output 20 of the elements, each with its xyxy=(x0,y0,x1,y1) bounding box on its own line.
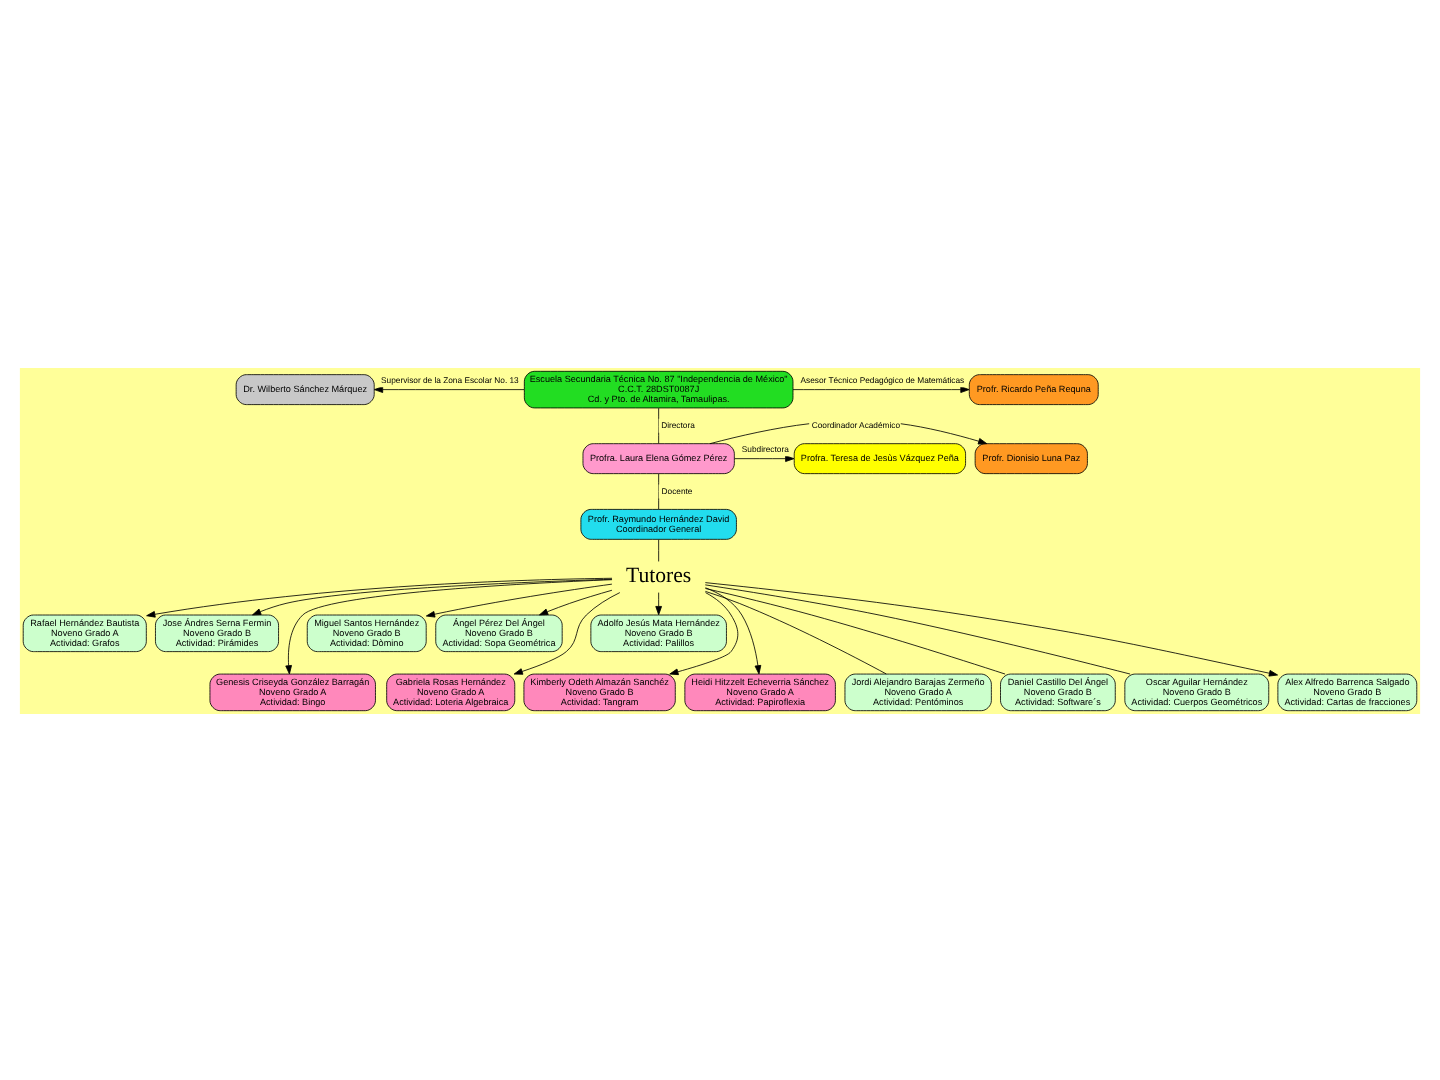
arrow xyxy=(425,582,613,617)
arrow xyxy=(373,385,525,392)
connector xyxy=(705,587,1006,674)
connector xyxy=(704,589,887,674)
arrow xyxy=(146,576,613,617)
arrow xyxy=(734,454,795,461)
arrow xyxy=(704,581,1279,676)
connector xyxy=(658,406,660,444)
node-text: Tutores xyxy=(626,563,692,588)
arrow xyxy=(705,586,762,674)
arrow xyxy=(669,591,739,675)
arrow xyxy=(539,588,613,615)
arrow xyxy=(655,591,662,615)
arrow xyxy=(513,591,621,674)
arrow xyxy=(285,578,613,674)
arrow xyxy=(792,385,970,392)
connector xyxy=(704,583,1131,674)
connector xyxy=(658,538,660,561)
connector xyxy=(658,472,660,509)
arrow xyxy=(252,577,613,615)
